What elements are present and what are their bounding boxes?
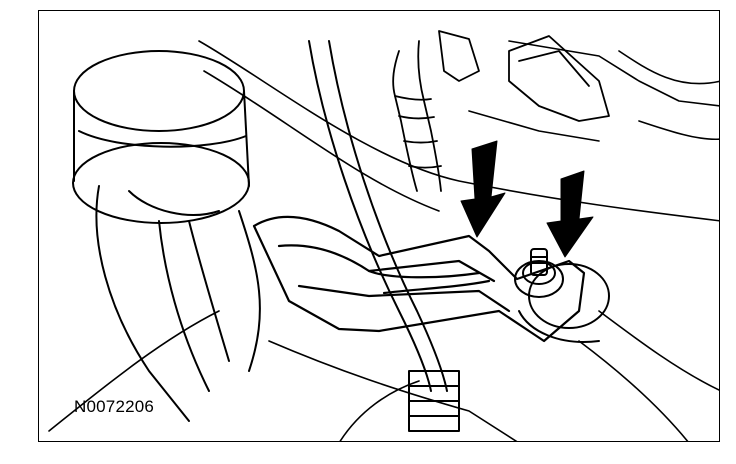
background-housing bbox=[48, 40, 719, 441]
electrical-connector bbox=[392, 30, 610, 192]
nut-and-stud bbox=[514, 248, 610, 343]
figure-id-label: N0072206 bbox=[74, 397, 155, 416]
arrow-pointing-to-bracket bbox=[460, 140, 506, 238]
figure-frame: N0072206 bbox=[38, 10, 720, 442]
technical-illustration bbox=[48, 30, 719, 441]
callout-arrows bbox=[460, 140, 594, 258]
hose-assembly bbox=[72, 50, 261, 422]
arrow-pointing-to-nut bbox=[546, 170, 594, 258]
vertical-tube bbox=[308, 40, 460, 432]
mounting-bracket bbox=[252, 215, 586, 343]
